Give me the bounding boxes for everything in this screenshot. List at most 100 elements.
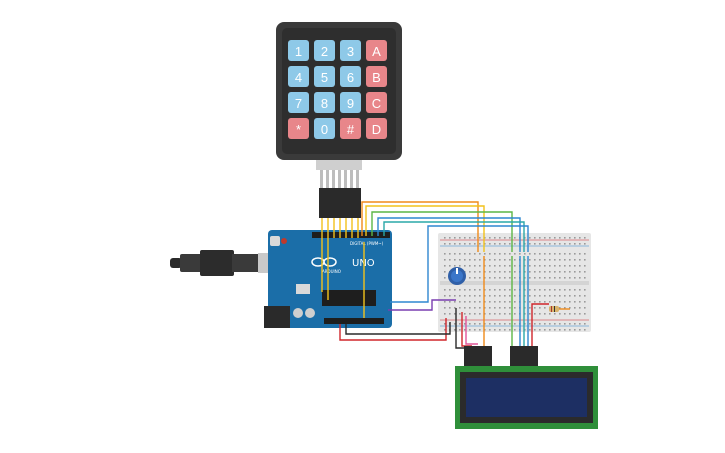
breadboard-hole[interactable] bbox=[539, 271, 541, 273]
breadboard-hole[interactable] bbox=[464, 295, 466, 297]
breadboard-hole[interactable] bbox=[524, 289, 526, 291]
key-face[interactable] bbox=[366, 92, 387, 113]
breadboard-hole[interactable] bbox=[554, 259, 556, 261]
breadboard-hole[interactable] bbox=[474, 277, 476, 279]
breadboard-hole[interactable] bbox=[539, 307, 541, 309]
breadboard-hole[interactable] bbox=[479, 259, 481, 261]
breadboard-hole[interactable] bbox=[584, 271, 586, 273]
breadboard-hole[interactable] bbox=[534, 323, 536, 325]
breadboard-hole[interactable] bbox=[449, 295, 451, 297]
breadboard-hole[interactable] bbox=[554, 323, 556, 325]
breadboard-hole[interactable] bbox=[444, 259, 446, 261]
breadboard-hole[interactable] bbox=[554, 253, 556, 255]
breadboard-hole[interactable] bbox=[464, 323, 466, 325]
breadboard-hole[interactable] bbox=[554, 271, 556, 273]
breadboard-hole[interactable] bbox=[529, 313, 531, 315]
breadboard-hole[interactable] bbox=[454, 265, 456, 267]
wire-blue-2[interactable] bbox=[390, 225, 529, 303]
breadboard-hole[interactable] bbox=[549, 329, 551, 331]
breadboard-hole[interactable] bbox=[544, 295, 546, 297]
breadboard-hole[interactable] bbox=[549, 237, 551, 239]
key-face[interactable] bbox=[366, 118, 387, 139]
wire-orange-1[interactable] bbox=[361, 201, 479, 252]
breadboard-hole[interactable] bbox=[459, 237, 461, 239]
breadboard-hole[interactable] bbox=[564, 295, 566, 297]
breadboard-hole[interactable] bbox=[494, 265, 496, 267]
breadboard-hole[interactable] bbox=[454, 259, 456, 261]
breadboard-hole[interactable] bbox=[564, 259, 566, 261]
breadboard-hole[interactable] bbox=[474, 271, 476, 273]
wire-power-black[interactable] bbox=[345, 322, 451, 335]
breadboard-hole[interactable] bbox=[534, 237, 536, 239]
breadboard-hole[interactable] bbox=[509, 313, 511, 315]
breadboard-hole[interactable] bbox=[579, 329, 581, 331]
breadboard-hole[interactable] bbox=[539, 265, 541, 267]
breadboard-hole[interactable] bbox=[524, 301, 526, 303]
breadboard-hole[interactable] bbox=[489, 289, 491, 291]
breadboard-hole[interactable] bbox=[579, 301, 581, 303]
breadboard-hole[interactable] bbox=[474, 307, 476, 309]
breadboard-hole[interactable] bbox=[489, 277, 491, 279]
breadboard-hole[interactable] bbox=[579, 271, 581, 273]
breadboard-hole[interactable] bbox=[579, 243, 581, 245]
breadboard-hole[interactable] bbox=[559, 243, 561, 245]
breadboard-hole[interactable] bbox=[479, 295, 481, 297]
arduino-board[interactable]: UNO ARDUINO DIGITAL (PWM~) bbox=[264, 230, 392, 328]
breadboard-hole[interactable] bbox=[569, 323, 571, 325]
breadboard-hole[interactable] bbox=[549, 289, 551, 291]
breadboard-hole[interactable] bbox=[529, 307, 531, 309]
breadboard-hole[interactable] bbox=[499, 265, 501, 267]
breadboard-hole[interactable] bbox=[554, 329, 556, 331]
breadboard-hole[interactable] bbox=[544, 253, 546, 255]
breadboard-hole[interactable] bbox=[509, 271, 511, 273]
breadboard-hole[interactable] bbox=[539, 237, 541, 239]
breadboard-hole[interactable] bbox=[549, 253, 551, 255]
breadboard-hole[interactable] bbox=[474, 253, 476, 255]
breadboard-hole[interactable] bbox=[479, 277, 481, 279]
breadboard-hole[interactable] bbox=[499, 289, 501, 291]
key-1[interactable]: 1 bbox=[288, 40, 309, 61]
breadboard-hole[interactable] bbox=[509, 323, 511, 325]
digital-header[interactable] bbox=[312, 232, 390, 238]
breadboard-hole[interactable] bbox=[509, 295, 511, 297]
breadboard-hole[interactable] bbox=[564, 323, 566, 325]
breadboard-hole[interactable] bbox=[489, 259, 491, 261]
breadboard-hole[interactable] bbox=[529, 295, 531, 297]
breadboard-hole[interactable] bbox=[509, 259, 511, 261]
breadboard-hole[interactable] bbox=[494, 329, 496, 331]
breadboard-hole[interactable] bbox=[504, 289, 506, 291]
breadboard-hole[interactable] bbox=[464, 329, 466, 331]
key-face[interactable] bbox=[288, 66, 309, 87]
key-face[interactable] bbox=[314, 40, 335, 61]
reset-button[interactable] bbox=[281, 238, 287, 244]
breadboard-hole[interactable] bbox=[534, 243, 536, 245]
breadboard-hole[interactable] bbox=[499, 277, 501, 279]
key-face[interactable] bbox=[366, 40, 387, 61]
lcd-header-right[interactable] bbox=[510, 346, 538, 368]
breadboard-hole[interactable] bbox=[474, 259, 476, 261]
breadboard-hole[interactable] bbox=[534, 295, 536, 297]
breadboard-hole[interactable] bbox=[534, 289, 536, 291]
breadboard-hole[interactable] bbox=[574, 313, 576, 315]
breadboard-hole[interactable] bbox=[584, 289, 586, 291]
breadboard-hole[interactable] bbox=[499, 323, 501, 325]
breadboard-hole[interactable] bbox=[579, 313, 581, 315]
breadboard-hole[interactable] bbox=[494, 237, 496, 239]
breadboard-hole[interactable] bbox=[494, 253, 496, 255]
resistor[interactable] bbox=[549, 306, 559, 312]
breadboard-hole[interactable] bbox=[504, 253, 506, 255]
breadboard-hole[interactable] bbox=[469, 237, 471, 239]
breadboard-hole[interactable] bbox=[464, 237, 466, 239]
breadboard-hole[interactable] bbox=[454, 295, 456, 297]
key-face[interactable] bbox=[366, 66, 387, 87]
breadboard-hole[interactable] bbox=[444, 313, 446, 315]
breadboard-hole[interactable] bbox=[484, 271, 486, 273]
breadboard-hole[interactable] bbox=[564, 289, 566, 291]
key-face[interactable] bbox=[314, 92, 335, 113]
key-7[interactable]: 7 bbox=[288, 92, 309, 113]
breadboard-hole[interactable] bbox=[479, 313, 481, 315]
key-B[interactable]: B bbox=[366, 66, 387, 87]
breadboard-hole[interactable] bbox=[479, 253, 481, 255]
breadboard-hole[interactable] bbox=[544, 259, 546, 261]
keypad-connector[interactable] bbox=[319, 188, 361, 218]
